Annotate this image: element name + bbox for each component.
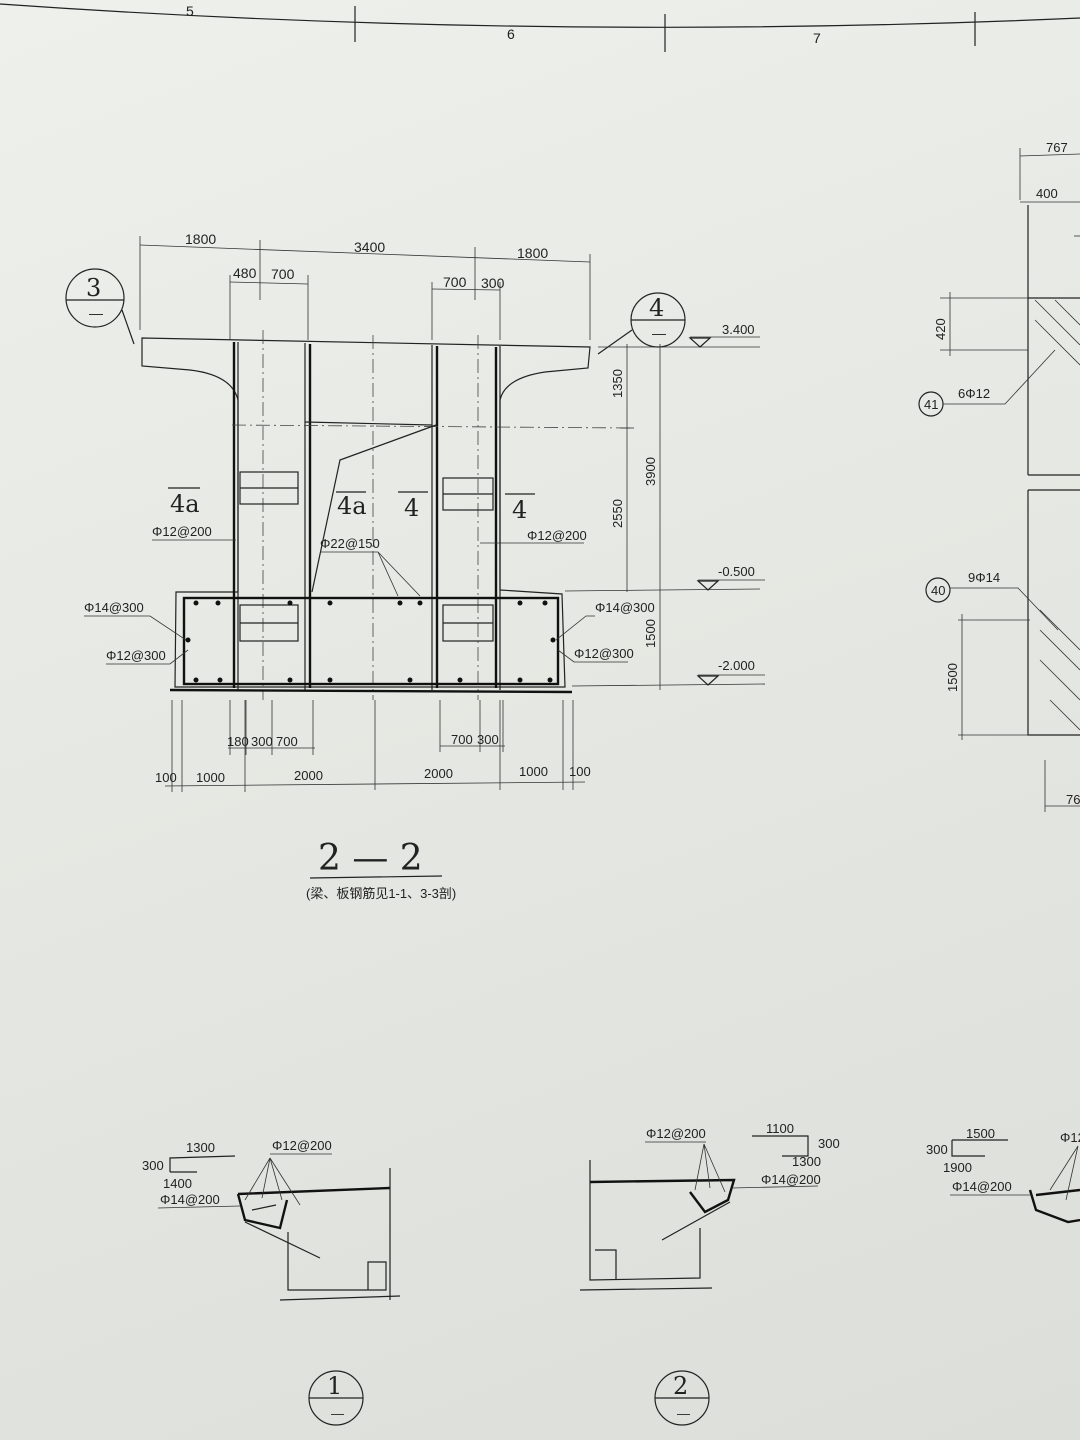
detail-1: 300 1300 1400 Φ12@200 Φ14@200 1 — (142, 1138, 401, 1426)
rebar-label-22-150: Φ22@150 (320, 536, 380, 551)
section-outline (141, 337, 591, 688)
foundation-rebar-cage (182, 596, 560, 686)
detail-2-sub: — (677, 1406, 690, 1421)
callout-40: 40 (931, 583, 945, 598)
dim-1800-left: 1800 (185, 231, 216, 247)
dim-700-right: 700 (443, 274, 467, 290)
d2-rebar-12-200: Φ12@200 (646, 1126, 706, 1141)
bdim-700-right: 700 (451, 732, 473, 747)
detail-2-num: 2 (673, 1372, 688, 1400)
rebar-label-12-200-right: Φ12@200 (527, 528, 587, 543)
rdim-420: 420 (933, 318, 948, 340)
callout-4-sub: — (652, 325, 666, 341)
section-2-2: 1800 3400 1800 480 700 700 300 3 — 4 — (65, 231, 766, 901)
dim-480: 480 (233, 265, 257, 281)
rebar-label-14-300-left: Φ14@300 (84, 600, 144, 615)
dim-3400: 3400 (354, 239, 385, 255)
section-mark-4a-mid: 4a (337, 492, 367, 520)
dim-1800-right: 1800 (517, 245, 548, 261)
section-title: 2 — 2 (318, 838, 423, 879)
elev-minus-0500: -0.500 (718, 564, 755, 579)
grid-label-7: 7 (813, 30, 821, 46)
callout-41: 41 (924, 397, 938, 412)
d2-dim-300: 300 (818, 1136, 840, 1151)
bdim-2000-left: 2000 (294, 768, 323, 783)
d1-dim-1400: 1400 (163, 1176, 192, 1191)
d1-rebar-12-200: Φ12@200 (272, 1138, 332, 1153)
rdim-400: 400 (1036, 186, 1058, 201)
rebar-label-12-300-right: Φ12@300 (574, 646, 634, 661)
rebar-label-12-200-left: Φ12@200 (152, 524, 212, 539)
callout-40-circle (925, 577, 951, 603)
d3-dim-1900: 1900 (943, 1160, 972, 1175)
elev-minus-2000: -2.000 (718, 658, 755, 673)
callout-3-num: 3 (86, 274, 101, 302)
grid-strip: 5 6 7 (0, 3, 1080, 52)
rebar-label-6-12: 6Φ12 (958, 386, 990, 401)
grid-label-5: 5 (186, 3, 194, 19)
detail-1-num: 1 (327, 1372, 342, 1400)
rebar-label-9-14: 9Φ14 (968, 570, 1000, 585)
section-mark-4a-left: 4a (170, 490, 200, 518)
detail-2: Φ12@200 1100 300 1300 Φ14@200 2 — (579, 1121, 840, 1426)
bdim-2000-right: 2000 (424, 766, 453, 781)
rdim-76: 76 (1066, 792, 1080, 807)
d2-dim-1300: 1300 (792, 1154, 821, 1169)
dim-700-left: 700 (271, 266, 295, 282)
callout-3-sub: — (89, 305, 103, 321)
d1-dim-300: 300 (142, 1158, 164, 1173)
bdim-700-left: 700 (276, 734, 298, 749)
bdim-100-right: 100 (569, 764, 591, 779)
rdim-767: 767 (1046, 140, 1068, 155)
d1-dim-1300: 1300 (186, 1140, 215, 1155)
d1-rebar-14-200: Φ14@200 (160, 1192, 220, 1207)
section-mark-4-mid: 4 (404, 494, 419, 522)
bdim-100-left: 100 (155, 770, 177, 785)
bdim-300-right: 300 (477, 732, 499, 747)
grid-label-6: 6 (507, 26, 515, 42)
bdim-1000-left: 1000 (196, 770, 225, 785)
detail-3-partial: 300 1500 1900 Φ14@200 Φ12 (926, 1126, 1080, 1224)
bdim-300-left: 300 (251, 734, 273, 749)
d3-rebar-12: Φ12 (1060, 1130, 1080, 1145)
callout-4-num: 4 (649, 294, 664, 322)
elev-3400: 3.400 (722, 322, 755, 337)
right-partial-detail: 767 400 420 41 6Φ12 40 9Φ14 1500 (918, 140, 1080, 812)
vdim-1350: 1350 (610, 369, 625, 398)
rebar-label-14-300-right: Φ14@300 (595, 600, 655, 615)
bdim-1000-right: 1000 (519, 764, 548, 779)
rebar-label-12-300-left: Φ12@300 (106, 648, 166, 663)
vdim-3900: 3900 (643, 457, 658, 486)
vdim-2550: 2550 (610, 499, 625, 528)
rebar-dots (185, 600, 556, 683)
d3-rebar-14-200: Φ14@200 (952, 1179, 1012, 1194)
section-subtitle: (梁、板钢筋见1-1、3-3剖) (306, 886, 456, 901)
callout-3-circle (65, 268, 125, 328)
dim-300-top: 300 (481, 275, 505, 291)
d2-rebar-14-200: Φ14@200 (761, 1172, 821, 1187)
d2-dim-1100: 1100 (766, 1121, 794, 1136)
vdim-1500: 1500 (643, 619, 658, 648)
d3-dim-1500: 1500 (966, 1126, 995, 1141)
d3-dim-300: 300 (926, 1142, 948, 1157)
section-mark-4-right: 4 (512, 496, 527, 524)
bdim-180: 180 (227, 734, 249, 749)
detail-1-sub: — (331, 1406, 344, 1421)
rdim-1500: 1500 (945, 663, 960, 692)
